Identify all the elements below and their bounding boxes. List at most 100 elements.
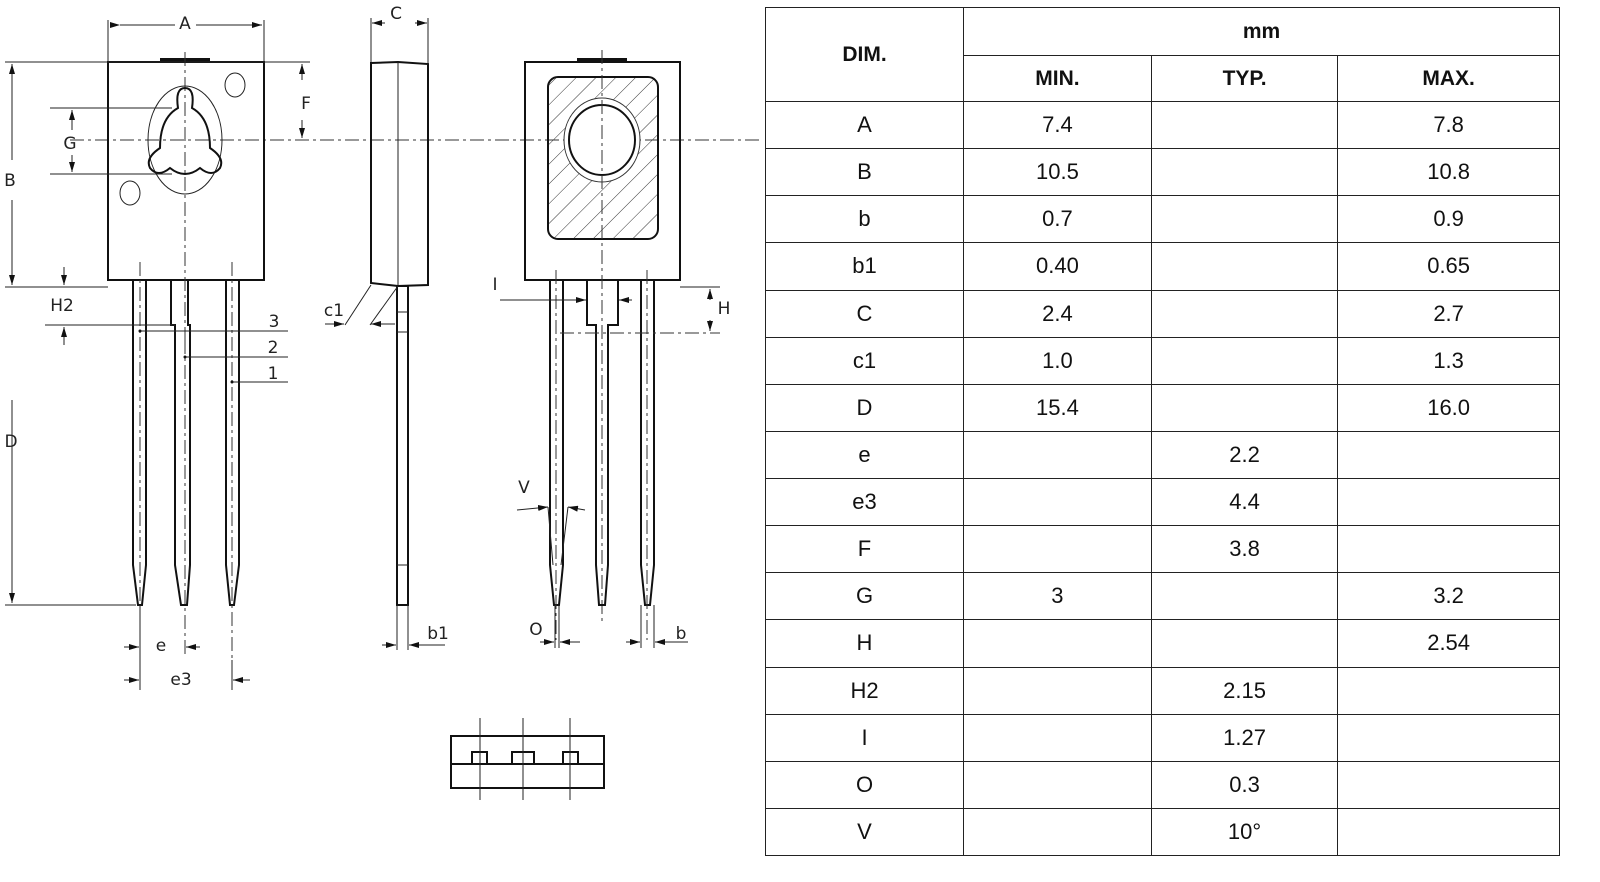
- cell-typ: 3.8: [1150, 525, 1339, 574]
- cell-max: 0.65: [1337, 242, 1560, 291]
- dim-label-V: V: [518, 478, 530, 498]
- cell-dim: G: [765, 572, 964, 621]
- cell-dim: H2: [765, 666, 964, 715]
- cell-dim: I: [765, 713, 964, 762]
- back-view: [500, 50, 720, 648]
- cell-max: 10.8: [1337, 148, 1560, 197]
- cell-typ: [1150, 383, 1339, 432]
- dim-label-b: b: [676, 624, 687, 644]
- cell-typ: 1.27: [1150, 713, 1339, 762]
- cell-min: 10.5: [963, 148, 1152, 197]
- cell-min: 15.4: [963, 383, 1152, 432]
- cell-min: [963, 713, 1152, 762]
- cell-max: [1337, 430, 1560, 480]
- cell-typ: 2.2: [1150, 430, 1339, 480]
- table-row: F 3.8: [765, 525, 1560, 574]
- cell-dim: C: [765, 289, 964, 338]
- cell-min: [963, 666, 1152, 715]
- cell-typ: 4.4: [1150, 477, 1339, 527]
- cell-dim: c1: [765, 336, 964, 385]
- cell-max: [1337, 760, 1560, 809]
- cell-dim: V: [765, 807, 964, 857]
- dim-label-e: e: [156, 636, 166, 656]
- cell-dim: H: [765, 619, 964, 668]
- package-outline-drawing: A B D F G H2 3 2 1 e e3 C c1 b1 I H V O …: [4, 4, 760, 800]
- cell-min: [963, 430, 1152, 480]
- cell-min: [963, 619, 1152, 668]
- cell-dim: A: [765, 100, 964, 150]
- cell-typ: [1150, 242, 1339, 291]
- cell-min: 1.0: [963, 336, 1152, 385]
- table-row: I 1.27: [765, 713, 1560, 762]
- header-dim: DIM.: [765, 7, 964, 102]
- pin-label-1: 1: [268, 364, 279, 384]
- dim-label-D: D: [4, 432, 17, 452]
- cell-typ: 2.15: [1150, 666, 1339, 715]
- cell-min: [963, 807, 1152, 857]
- dim-label-c1: c1: [324, 301, 344, 321]
- header-max: MAX.: [1337, 55, 1560, 102]
- cell-dim: e: [765, 430, 964, 480]
- cell-min: [963, 477, 1152, 527]
- cell-max: 16.0: [1337, 383, 1560, 432]
- cell-min: 0.7: [963, 195, 1152, 244]
- cell-max: 1.3: [1337, 336, 1560, 385]
- dim-label-A: A: [179, 14, 191, 34]
- dim-label-I: I: [492, 275, 497, 295]
- cell-dim: B: [765, 148, 964, 197]
- cell-max: [1337, 477, 1560, 527]
- cell-dim: O: [765, 760, 964, 809]
- header-min: MIN.: [963, 55, 1152, 102]
- cell-typ: [1150, 100, 1339, 150]
- cell-max: 0.9: [1337, 195, 1560, 244]
- cell-max: 7.8: [1337, 100, 1560, 150]
- cell-max: 3.2: [1337, 572, 1560, 621]
- cell-max: 2.54: [1337, 619, 1560, 668]
- cell-dim: D: [765, 383, 964, 432]
- cell-typ: [1150, 195, 1339, 244]
- cell-min: [963, 525, 1152, 574]
- dim-label-B: B: [4, 171, 16, 191]
- cell-min: 0.40: [963, 242, 1152, 291]
- table-row: O 0.3: [765, 760, 1560, 809]
- dim-label-b1: b1: [427, 624, 449, 644]
- header-unit: mm: [963, 7, 1560, 56]
- cell-typ: 0.3: [1150, 760, 1339, 809]
- cell-dim: e3: [765, 477, 964, 527]
- cell-dim: F: [765, 525, 964, 574]
- cell-min: 3: [963, 572, 1152, 621]
- header-typ: TYP.: [1150, 55, 1339, 102]
- front-view: [5, 20, 310, 690]
- cell-max: [1337, 713, 1560, 762]
- dim-label-G: G: [63, 134, 76, 154]
- cell-max: [1337, 807, 1560, 857]
- cell-min: [963, 760, 1152, 809]
- dim-label-H2: H2: [50, 296, 74, 316]
- table-row: e3 4.4: [765, 477, 1560, 527]
- dim-label-e3: e3: [170, 670, 191, 690]
- cell-typ: [1150, 289, 1339, 338]
- cell-max: [1337, 525, 1560, 574]
- cell-max: [1337, 666, 1560, 715]
- dim-label-F: F: [301, 94, 311, 114]
- cell-dim: b: [765, 195, 964, 244]
- cell-dim: b1: [765, 242, 964, 291]
- dim-label-C: C: [390, 4, 402, 24]
- table-row: H2 2.15: [765, 666, 1560, 715]
- cell-typ: [1150, 619, 1339, 668]
- pin-label-2: 2: [268, 338, 279, 358]
- cell-max: 2.7: [1337, 289, 1560, 338]
- cell-typ: [1150, 148, 1339, 197]
- bottom-view: [450, 718, 605, 800]
- side-view: [325, 18, 445, 650]
